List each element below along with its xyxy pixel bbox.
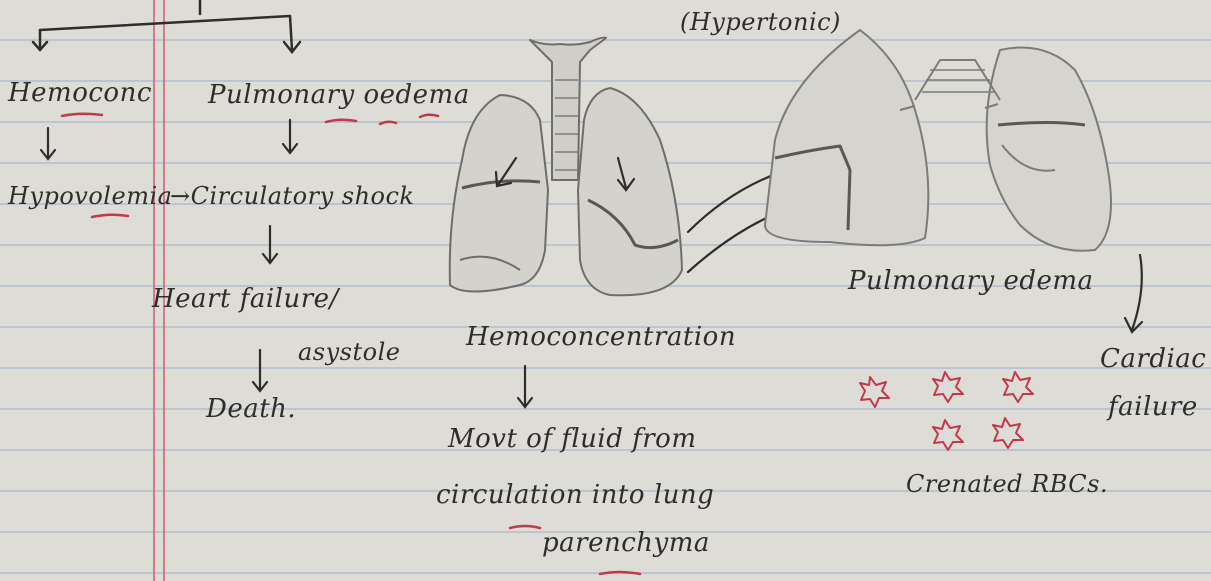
movt-line-1: Movt of fluid from [448, 424, 696, 454]
crenated-rbcs-label: Crenated RBCs. [906, 470, 1108, 498]
pulmonary-edema-label: Pulmonary edema [848, 266, 1094, 296]
branch-arrow [33, 0, 300, 52]
movt-line-2: circulation into lung [436, 480, 714, 510]
cardiac-line-2: failure [1108, 392, 1198, 422]
lungs-drawing [450, 38, 682, 296]
asystole-label: asystole [298, 338, 400, 366]
death-label: Death. [206, 394, 296, 424]
edema-lungs-drawing [765, 30, 1111, 251]
hemoconcentration-label: Hemoconcentration [466, 322, 736, 352]
movt-line-3: parenchyma [542, 528, 710, 558]
pulmonary-oedema-label: Pulmonary oedema [208, 80, 470, 110]
cardiac-line-1: Cardiac [1100, 344, 1206, 374]
hypovolemia-label: Hypovolemia [8, 182, 172, 210]
hypertonic-label: (Hypertonic) [680, 8, 841, 36]
circulatory-shock-label: →Circulatory shock [170, 182, 414, 210]
hemoconc-label: Hemoconc [8, 78, 152, 108]
heart-failure-label: Heart failure/ [152, 284, 339, 314]
crenated-rbc-stars [860, 372, 1033, 450]
